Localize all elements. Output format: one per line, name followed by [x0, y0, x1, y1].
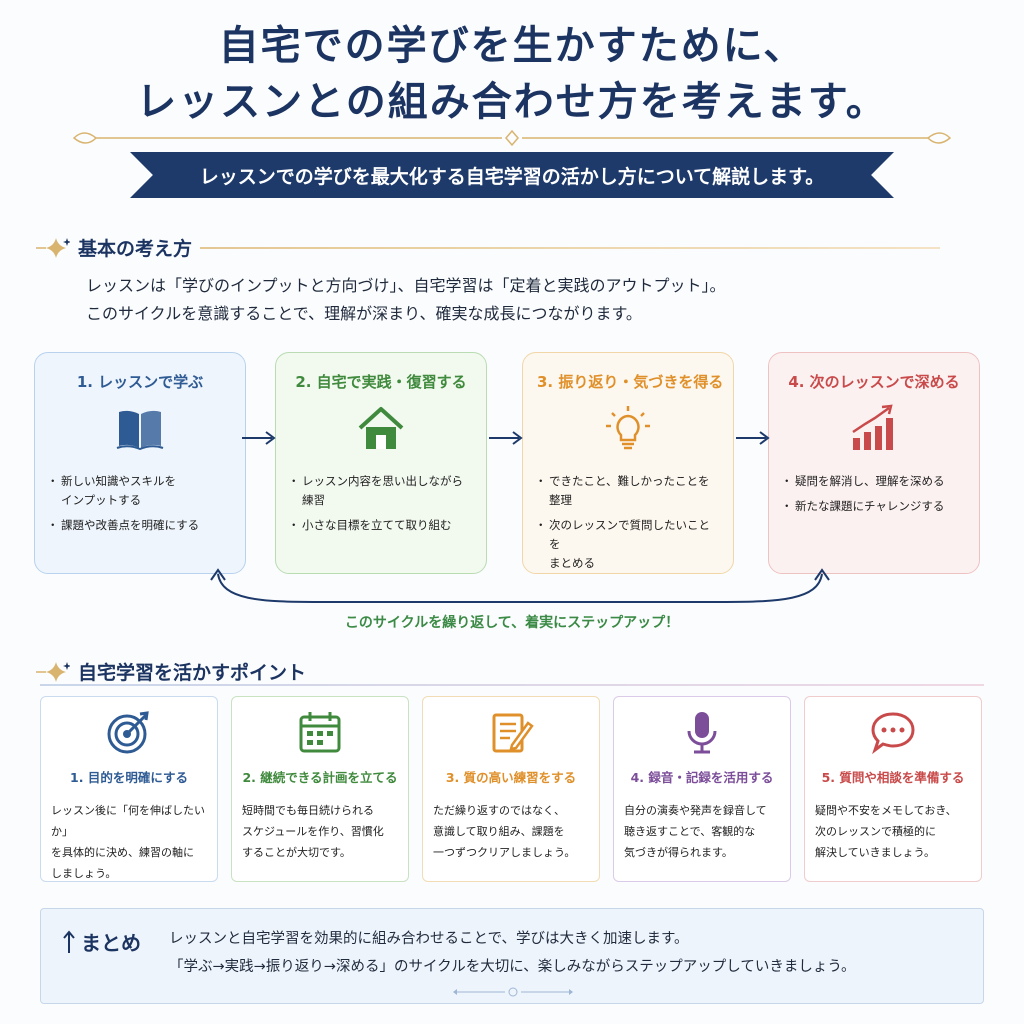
step-card-4: 4. 次のレッスンで深める 疑問を解消し、理解を深める新たな課題にチャレンジする — [768, 352, 980, 574]
point-card-1: 1. 目的を明確にする レッスン後に「何を伸ばしたいか」 を具体的に決め、練習の… — [40, 696, 218, 882]
point-body: レッスン後に「何を伸ばしたいか」 を具体的に決め、練習の軸に しましょう。 — [51, 804, 205, 880]
heading-rule — [200, 246, 941, 249]
summary-label: まとめ — [63, 927, 141, 956]
step-bullet: 小さな目標を立てて取り組む — [288, 516, 472, 535]
point-card-4: 4. 録音・記録を活用する 自分の演奏や発声を録音して 聴き返すことで、客観的な… — [613, 696, 791, 882]
arrow-right-icon — [489, 431, 523, 445]
point-body: 自分の演奏や発声を録音して 聴き返すことで、客観的な 気づきが得られます。 — [624, 804, 767, 859]
cycle-return-arrow-icon — [210, 568, 830, 603]
point-body: 短時間でも毎日続けられる スケジュールを作り、習慣化 することが大切です。 — [242, 804, 384, 859]
basics-text: レッスンは「学びのインプットと方向づけ」、自宅学習は「定着と実践のアウトプット」… — [86, 272, 726, 328]
step-card-3: 3. 振り返り・気づきを得る できたこと、難しかったことを整理次のレッスンで質問… — [522, 352, 734, 574]
step-bullet: 課題や改善点を明確にする — [47, 516, 231, 535]
target-icon — [106, 709, 152, 755]
point-card-3: 3. 質の高い練習をする ただ繰り返すのではなく、 意識して取り組み、課題を 一… — [422, 696, 600, 882]
step-bullet: 新たな課題にチャレンジする — [781, 497, 965, 516]
house-icon — [356, 404, 406, 454]
notepad-icon — [488, 709, 534, 755]
points-heading-rule — [40, 684, 984, 686]
point-title: 4. 録音・記録を活用する — [630, 770, 774, 785]
step-title: 1. レッスンで学ぶ — [76, 373, 204, 391]
step-bullet: レッスン内容を思い出しながら練習 — [288, 472, 472, 510]
section-heading-basics: 基本の考え方 — [36, 234, 941, 261]
point-title: 1. 目的を明確にする — [70, 770, 188, 785]
step-title: 4. 次のレッスンで深める — [788, 373, 960, 391]
calendar-icon — [297, 709, 343, 755]
step-title: 2. 自宅で実践・復習する — [295, 373, 467, 391]
arrow-right-icon — [242, 431, 276, 445]
summary-line-2: 「学ぶ→実践→振り返り→深める」のサイクルを大切に、楽しみながらステップアップし… — [169, 959, 856, 975]
step-bullet: できたこと、難しかったことを整理 — [535, 472, 719, 510]
microphone-icon — [679, 709, 725, 755]
step-title: 3. 振り返り・気づきを得る — [537, 373, 724, 391]
summary-line-1: レッスンと自宅学習を効果的に組み合わせることで、学びは大きく加速します。 — [169, 931, 689, 947]
point-card-5: 5. 質問や相談を準備する 疑問や不安をメモしておき、 次のレッスンで積極的に … — [804, 696, 982, 882]
growth-chart-icon — [849, 404, 899, 454]
summary-box: まとめ レッスンと自宅学習を効果的に組み合わせることで、学びは大きく加速します。… — [40, 908, 984, 1004]
step-card-1: 1. レッスンで学ぶ 新しい知識やスキルを インプットする課題や改善点を明確にす… — [34, 352, 246, 574]
step-bullets: 新しい知識やスキルを インプットする課題や改善点を明確にする — [47, 472, 231, 535]
title-line-1: 自宅での学びを生かすために、 — [218, 22, 806, 69]
section-heading-points: 自宅学習を活かすポイント — [36, 658, 306, 685]
step-bullet: 新しい知識やスキルを インプットする — [47, 472, 231, 510]
step-bullets: 疑問を解消し、理解を深める新たな課題にチャレンジする — [781, 472, 965, 516]
subtitle-banner: レッスンでの学びを最大化する自宅学習の活かし方について解説します。 — [130, 152, 894, 198]
step-bullets: できたこと、難しかったことを整理次のレッスンで質問したいことを まとめる — [535, 472, 719, 573]
points-heading: 自宅学習を活かすポイント — [78, 662, 307, 684]
chat-bubble-icon — [870, 709, 916, 755]
point-body: 疑問や不安をメモしておき、 次のレッスンで積極的に 解決していきましょう。 — [815, 804, 957, 859]
sparkle-icon — [36, 237, 70, 258]
point-body: ただ繰り返すのではなく、 意識して取り組み、課題を 一つずつクリアしましょう。 — [433, 804, 576, 859]
step-card-2: 2. 自宅で実践・復習する レッスン内容を思い出しながら練習小さな目標を立てて取… — [275, 352, 487, 574]
step-bullet: 次のレッスンで質問したいことを まとめる — [535, 516, 719, 573]
book-icon — [115, 404, 165, 454]
summary-text: レッスンと自宅学習を効果的に組み合わせることで、学びは大きく加速します。 「学ぶ… — [169, 925, 855, 981]
arrow-right-icon — [736, 431, 770, 445]
sparkle-icon — [36, 661, 70, 682]
gold-divider-ornament — [72, 129, 952, 147]
up-arrow-icon — [63, 929, 75, 953]
cycle-caption: このサイクルを繰り返して、着実にステップアップ！ — [344, 615, 680, 631]
basics-heading: 基本の考え方 — [78, 238, 193, 260]
summary-ornament — [453, 987, 573, 997]
point-card-2: 2. 継続できる計画を立てる 短時間でも毎日続けられる スケジュールを作り、習慣… — [231, 696, 409, 882]
step-bullets: レッスン内容を思い出しながら練習小さな目標を立てて取り組む — [288, 472, 472, 535]
summary-label-text: まとめ — [81, 931, 141, 955]
step-bullet: 疑問を解消し、理解を深める — [781, 472, 965, 491]
point-title: 3. 質の高い練習をする — [445, 770, 577, 785]
basics-line-2: このサイクルを意識することで、理解が深まり、確実な成長につながります。 — [86, 304, 642, 323]
page-title: 自宅での学びを生かすために、 レッスンとの組み合わせ方を考えます。 — [0, 18, 1024, 130]
title-line-2: レッスンとの組み合わせ方を考えます。 — [136, 78, 888, 125]
point-title: 5. 質問や相談を準備する — [821, 770, 965, 785]
point-title: 2. 継続できる計画を立てる — [242, 770, 398, 785]
basics-line-1: レッスンは「学びのインプットと方向づけ」、自宅学習は「定着と実践のアウトプット」… — [86, 276, 726, 295]
lightbulb-icon — [603, 404, 653, 454]
